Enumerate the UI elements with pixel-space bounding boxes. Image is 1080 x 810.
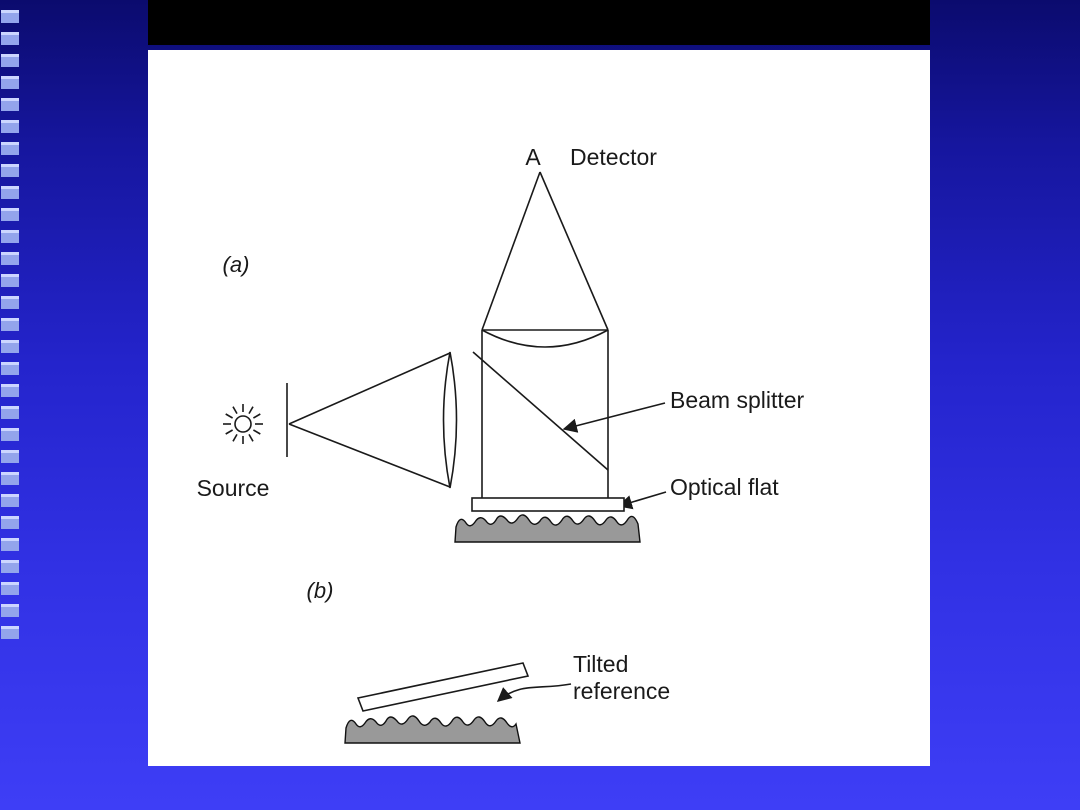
beam-splitter-arrow [562, 402, 666, 433]
part-a-label: (a) [223, 252, 250, 277]
tilted-reference-arrow [496, 683, 572, 702]
optical-flat [471, 497, 625, 512]
slide-edge-decoration [1, 10, 19, 646]
source-label: Source [197, 475, 270, 501]
part-b-label: (b) [307, 578, 334, 603]
slide-top-bar [148, 0, 930, 45]
tilted-reference-label-line1: Tilted [573, 651, 628, 677]
objective-lens [442, 351, 458, 489]
condenser-lens [481, 329, 609, 348]
figure-panel: A Detector (a) Source Beam splitter Opti… [148, 50, 930, 766]
detector-cone [481, 171, 609, 331]
beam-splitter-diagonal [472, 351, 609, 471]
apex-label: A [525, 144, 541, 170]
tilted-reference-flat [356, 662, 530, 712]
detector-label: Detector [570, 144, 657, 170]
interferometer-diagram: A Detector (a) Source Beam splitter Opti… [197, 144, 805, 744]
beam-splitter-label: Beam splitter [670, 387, 805, 413]
rough-surface-b [344, 715, 521, 744]
rough-surface-a [454, 514, 641, 543]
source-rays [288, 352, 451, 488]
optical-flat-arrow [617, 491, 667, 510]
optical-flat-label: Optical flat [670, 474, 779, 500]
tilted-reference-label-line2: reference [573, 678, 670, 704]
source-icon [223, 404, 263, 444]
